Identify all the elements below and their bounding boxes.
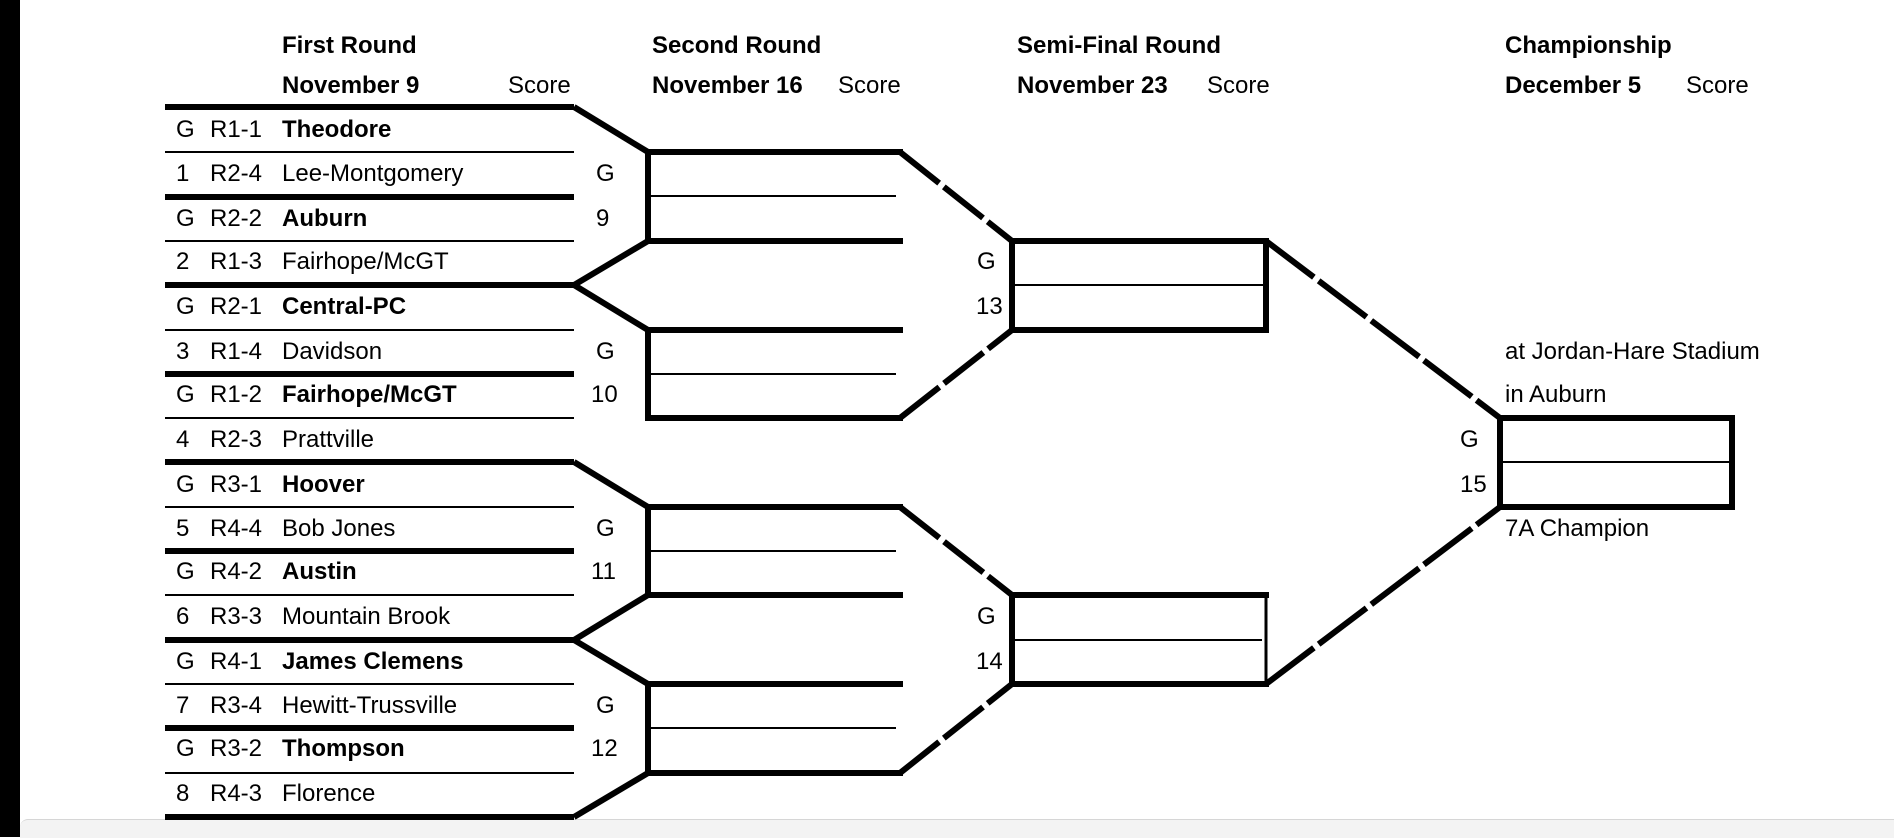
game-number: 14 xyxy=(976,648,1003,675)
round1-score-label: Score xyxy=(508,72,571,99)
team-name: Central-PC xyxy=(282,293,407,320)
venue-line2: in Auburn xyxy=(1505,381,1607,408)
team-name: Austin xyxy=(282,558,357,585)
seed-code: 3 xyxy=(176,338,190,365)
team-name: Fairhope/McGT xyxy=(282,248,449,275)
region-code: R3-1 xyxy=(210,471,263,498)
region-code: R3-3 xyxy=(210,603,263,630)
team-name: Bob Jones xyxy=(282,515,396,542)
team-name: Florence xyxy=(282,780,376,807)
round4-score-label: Score xyxy=(1686,72,1749,99)
region-code: R2-2 xyxy=(210,205,263,232)
round3-score-label: Score xyxy=(1207,72,1270,99)
team-name: Hewitt-Trussville xyxy=(282,692,458,719)
game-number: 10 xyxy=(591,381,618,408)
region-code: R1-1 xyxy=(210,116,263,143)
team-name: Theodore xyxy=(282,116,392,143)
seed-code: G xyxy=(176,205,195,232)
seed-code: G xyxy=(176,558,195,585)
region-code: R2-4 xyxy=(210,160,263,187)
left-edge-bar xyxy=(0,0,20,837)
seed-code: 8 xyxy=(176,780,190,807)
region-code: R2-1 xyxy=(210,293,263,320)
team-name: Lee-Montgomery xyxy=(282,160,464,187)
champion-label: 7A Champion xyxy=(1505,515,1650,542)
game-number: 15 xyxy=(1460,471,1487,498)
game-label: G xyxy=(1460,426,1479,453)
team-name: James Clemens xyxy=(282,648,464,675)
seed-code: G xyxy=(176,471,195,498)
seed-code: 5 xyxy=(176,515,190,542)
round3-title: Semi-Final Round xyxy=(1017,32,1221,59)
game-label: G xyxy=(977,248,996,275)
bottom-scroll-strip xyxy=(20,819,1894,838)
round1-date: November 9 xyxy=(282,72,420,99)
round2-date: November 16 xyxy=(652,72,803,99)
round4-date: December 5 xyxy=(1505,72,1642,99)
seed-code: G xyxy=(176,293,195,320)
team-name: Mountain Brook xyxy=(282,603,451,630)
team-name: Davidson xyxy=(282,338,383,365)
region-code: R2-3 xyxy=(210,426,263,453)
seed-code: G xyxy=(176,648,195,675)
team-name: Auburn xyxy=(282,205,368,232)
seed-code: 6 xyxy=(176,603,190,630)
region-code: R4-3 xyxy=(210,780,263,807)
region-code: R4-1 xyxy=(210,648,263,675)
seed-code: G xyxy=(176,116,195,143)
team-name: Hoover xyxy=(282,471,365,498)
team-name: Prattville xyxy=(282,426,375,453)
venue-line1: at Jordan-Hare Stadium xyxy=(1505,338,1760,365)
region-code: R3-2 xyxy=(210,735,263,762)
game-number: 13 xyxy=(976,293,1003,320)
game-label: G xyxy=(596,338,615,365)
round2-title: Second Round xyxy=(652,32,822,59)
seed-code: 1 xyxy=(176,160,190,187)
region-code: R3-4 xyxy=(210,692,263,719)
game-number: 9 xyxy=(596,205,610,232)
team-name: Thompson xyxy=(282,735,405,762)
game-label: G xyxy=(596,692,615,719)
game-label: G xyxy=(596,515,615,542)
seed-code: G xyxy=(176,381,195,408)
seed-code: 7 xyxy=(176,692,190,719)
round1-title: First Round xyxy=(282,32,417,59)
seed-code: 2 xyxy=(176,248,190,275)
round2-score-label: Score xyxy=(838,72,901,99)
region-code: R1-3 xyxy=(210,248,263,275)
region-code: R4-2 xyxy=(210,558,263,585)
region-code: R1-4 xyxy=(210,338,263,365)
round4-title: Championship xyxy=(1505,32,1672,59)
region-code: R4-4 xyxy=(210,515,263,542)
game-label: G xyxy=(596,160,615,187)
round3-date: November 23 xyxy=(1017,72,1168,99)
game-number: 12 xyxy=(591,735,618,762)
game-number: 11 xyxy=(591,558,616,585)
seed-code: 4 xyxy=(176,426,190,453)
region-code: R1-2 xyxy=(210,381,263,408)
team-name: Fairhope/McGT xyxy=(282,381,457,408)
seed-code: G xyxy=(176,735,195,762)
game-label: G xyxy=(977,603,996,630)
